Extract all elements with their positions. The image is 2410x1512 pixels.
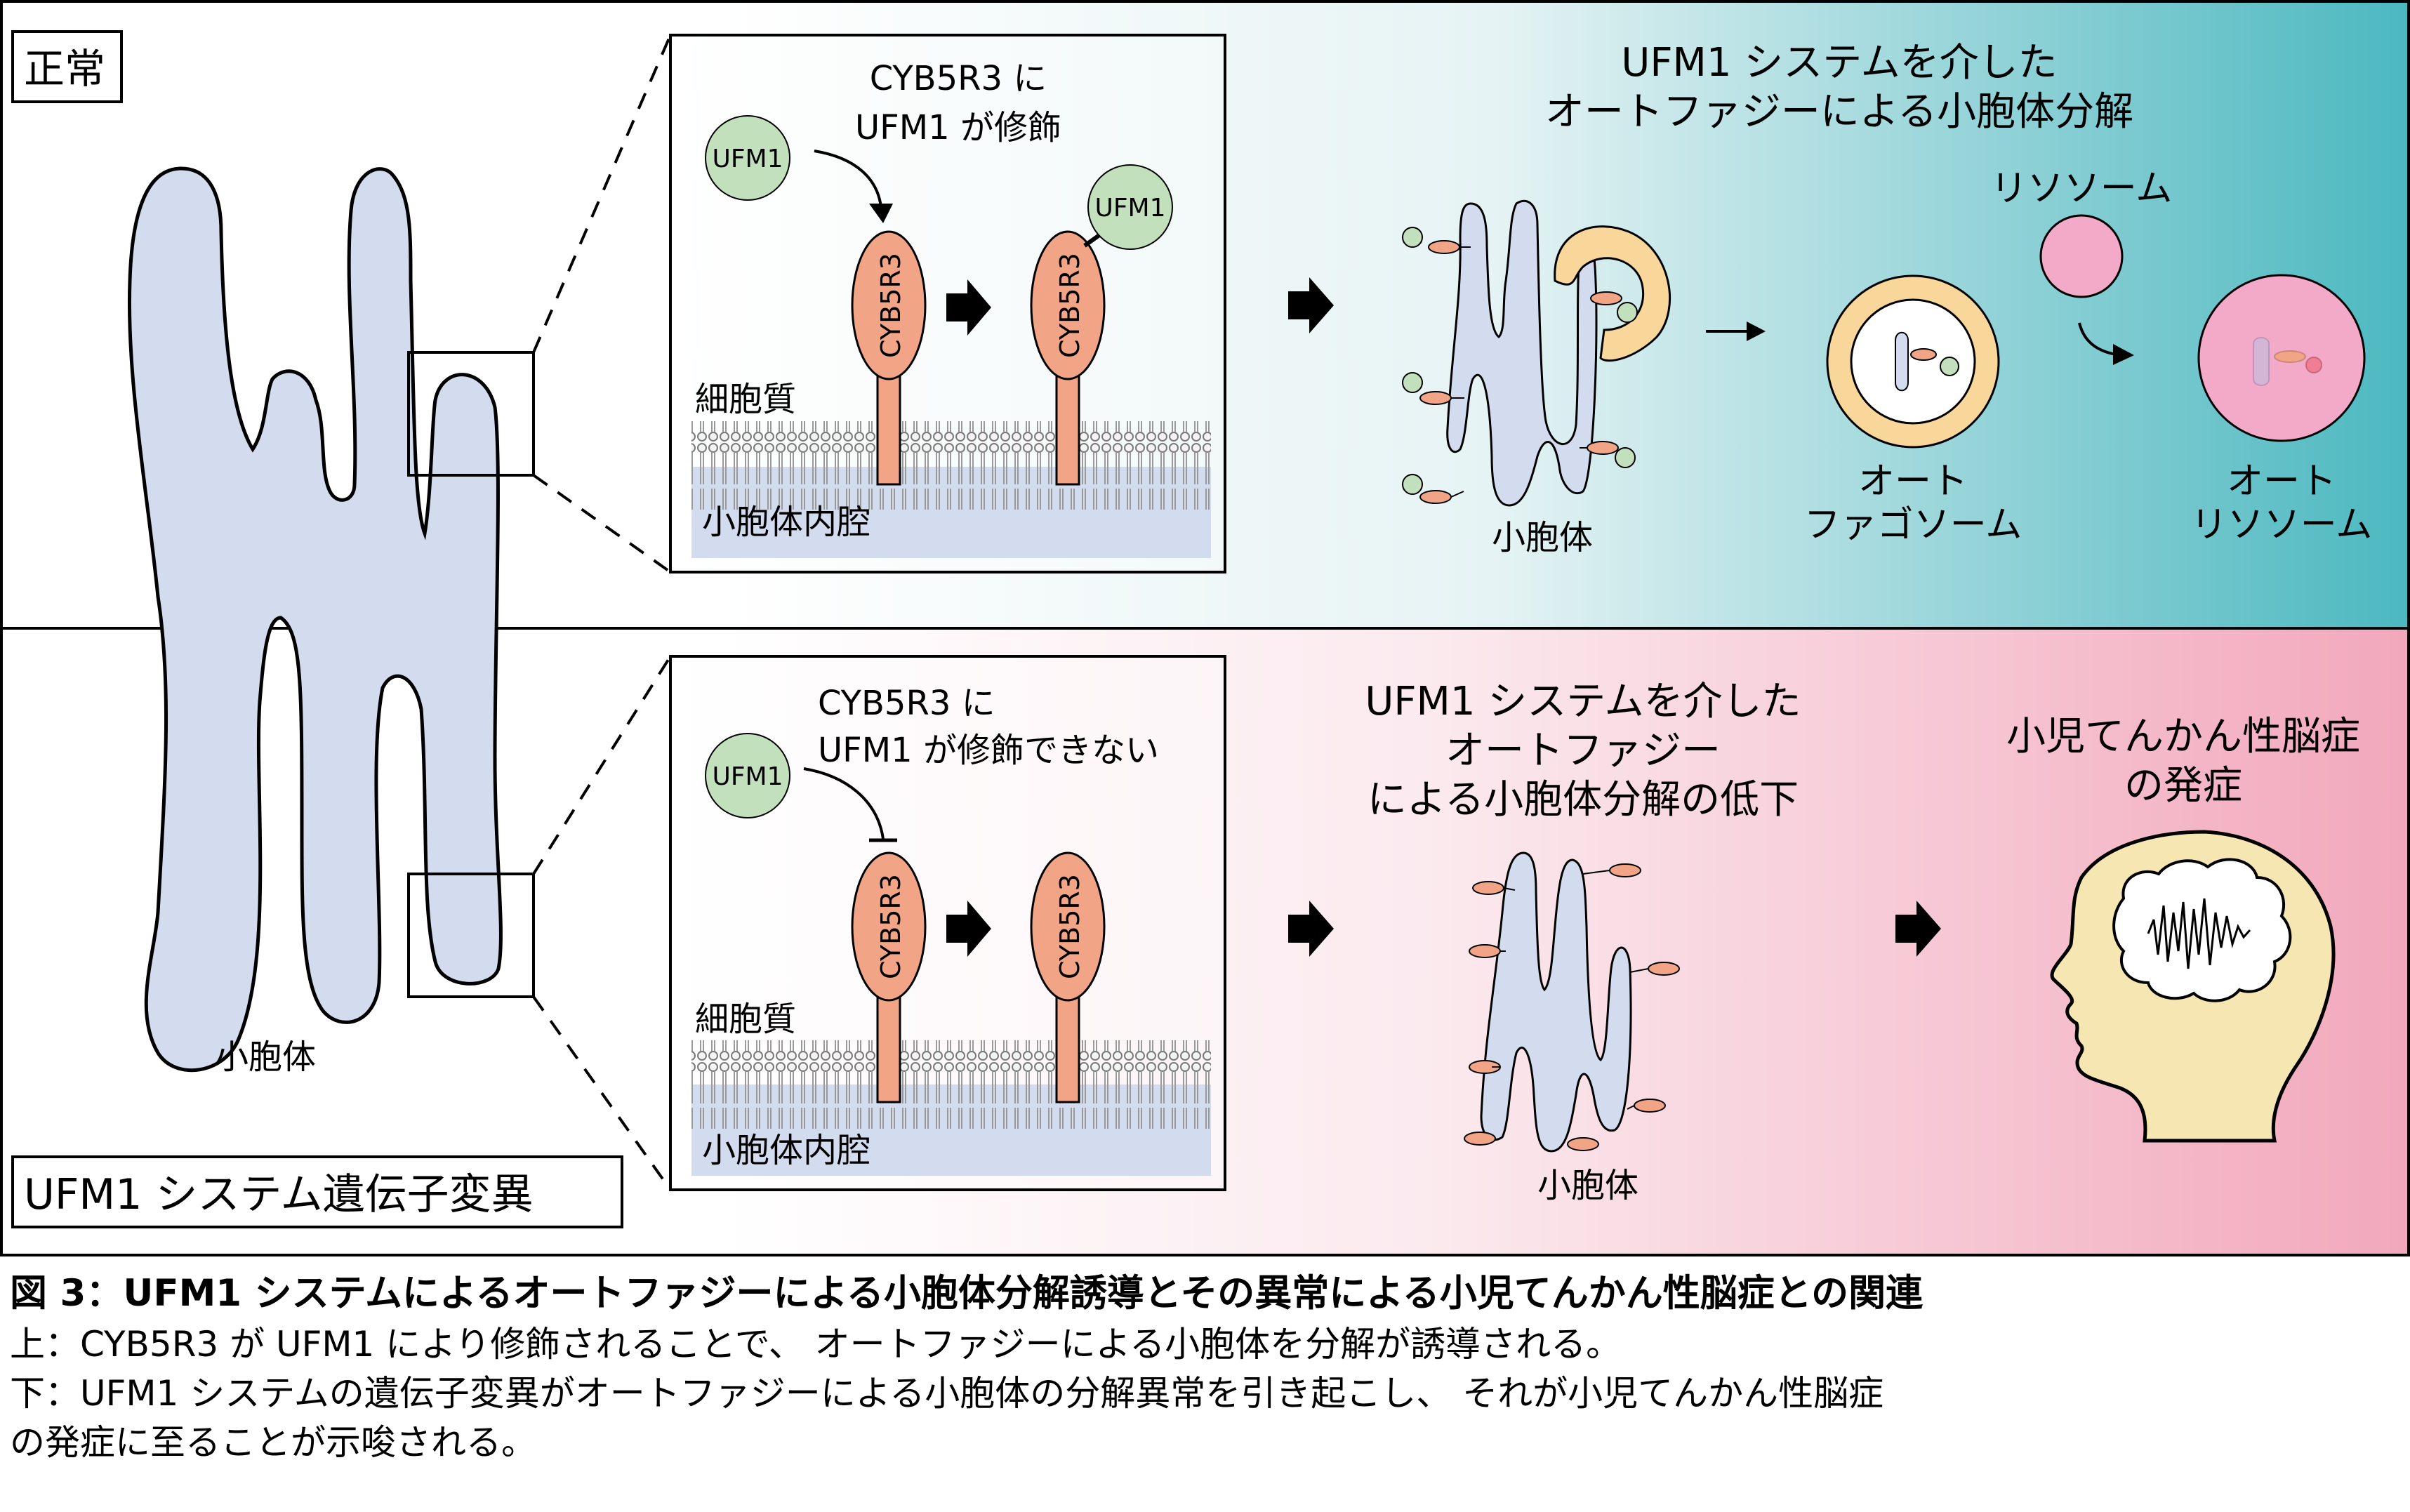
caption-top: 上：CYB5R3 が UFM1 により修飾されることで、 オートファジーによる小… [10, 1324, 1622, 1365]
caption-bottom-cont: の発症に至ることが示唆される。 [10, 1422, 536, 1463]
cyb5r3-label-1: CYB5R3 [875, 253, 906, 358]
bottom-arrow-main [1288, 901, 1334, 957]
cyb5r3-label-2: CYB5R3 [1054, 253, 1085, 358]
cyb5r3-unmodified [851, 230, 927, 380]
normal-label: 正常 [24, 45, 105, 93]
cyb5r3-label-3: CYB5R3 [875, 874, 906, 979]
bottom-arrow-outcome [1895, 901, 1941, 957]
zoom-square-top [407, 351, 535, 477]
ufm1-attached-label: UFM1 [1094, 194, 1165, 223]
mutant-label: UFM1 システム遺伝子変異 [24, 1170, 534, 1219]
top-zoom-box: 細胞質 小胞体内腔 UFM1 CYB5R3 に UFM1 が修飾 CYB5R3 … [669, 34, 1226, 573]
top-pathway-title-1: UFM1 システムを介した [1621, 40, 2057, 86]
cyb5r3-mutant-1 [851, 851, 927, 1002]
mutant-label-box [11, 1155, 623, 1228]
cyb5r3-mutant-2 [1030, 851, 1106, 1002]
bottom-pathway-title-1: UFM1 システムを介した [1365, 679, 1801, 724]
figure-diagram: 小胞体 正常 UFM1 システム遺伝子変異 細胞質 小胞体内腔 UFM1 CYB… [0, 0, 2410, 1256]
outcome-title-2: の発症 [2124, 763, 2242, 809]
ufm1-unbound-circle [705, 733, 790, 818]
bottom-annotation-line2: UFM1 が修飾できない [818, 731, 1159, 770]
outcome-title-1: 小児てんかん性脳症 [2006, 714, 2360, 760]
autolysosome-label-1: オート [2227, 460, 2336, 503]
bottom-pathway-title-3: による小胞体分解の低下 [1368, 777, 1799, 823]
bottom-small-er-label: 小胞体 [1537, 1166, 1638, 1205]
caption-bottom: 下：UFM1 システムの遺伝子変異がオートファジーによる小胞体の分解異常を引き起… [10, 1373, 1884, 1414]
top-small-er-label: 小胞体 [1492, 518, 1593, 557]
autolysosome [2197, 274, 2366, 442]
top-small-er [1402, 199, 1671, 507]
ufm1-unbound-label: UFM1 [712, 762, 783, 791]
cyb5r3-modified [1030, 230, 1106, 380]
top-annotation-line1: CYB5R3 に [870, 59, 1047, 98]
bottom-cytoplasm-label: 細胞質 [695, 1000, 796, 1039]
step-arrow [946, 279, 991, 336]
bottom-small-er [1464, 851, 1680, 1153]
ufm1-attached-circle [1087, 164, 1173, 250]
autophagosome [1826, 274, 2000, 449]
bottom-annotation-line1: CYB5R3 に [818, 684, 995, 723]
autophagosome-label-1: オート [1858, 460, 1968, 503]
head-illustration [2050, 830, 2336, 1143]
phagophore [1554, 225, 1671, 362]
top-annotation-line2: UFM1 が修飾 [855, 108, 1061, 147]
autolysosome-label-2: リソソーム [2191, 504, 2372, 546]
ufm1-free-label: UFM1 [712, 145, 783, 173]
top-lumen-label: 小胞体内腔 [702, 503, 870, 542]
lysosome [2039, 214, 2124, 298]
top-membrane [691, 421, 1211, 510]
ufm1-free-circle [705, 115, 790, 201]
bottom-membrane [691, 1040, 1211, 1129]
cyb5r3-label-4: CYB5R3 [1054, 874, 1085, 979]
top-cytoplasm-label: 細胞質 [695, 380, 796, 419]
bottom-zoom-box: 細胞質 小胞体内腔 UFM1 CYB5R3 に UFM1 が修飾できない CYB… [669, 655, 1226, 1191]
modification-arrow [814, 150, 882, 208]
lysosome-label: リソソーム [1991, 168, 2172, 210]
autophagosome-label-2: ファゴソーム [1804, 504, 2022, 546]
zoom-square-bottom [407, 873, 535, 998]
normal-label-box [11, 30, 123, 103]
caption-title: 図 3：UFM1 システムによるオートファジーによる小胞体分解誘導とその異常によ… [10, 1272, 1924, 1315]
inhibition-line [803, 767, 885, 840]
top-arrow-main [1288, 277, 1334, 333]
large-er-label: 小胞体 [215, 1037, 316, 1077]
bottom-lumen-label: 小胞体内腔 [702, 1131, 870, 1170]
top-pathway-title-2: オートファジーによる小胞体分解 [1545, 89, 2133, 135]
bottom-pathway-title-2: オートファジー [1445, 728, 1721, 774]
